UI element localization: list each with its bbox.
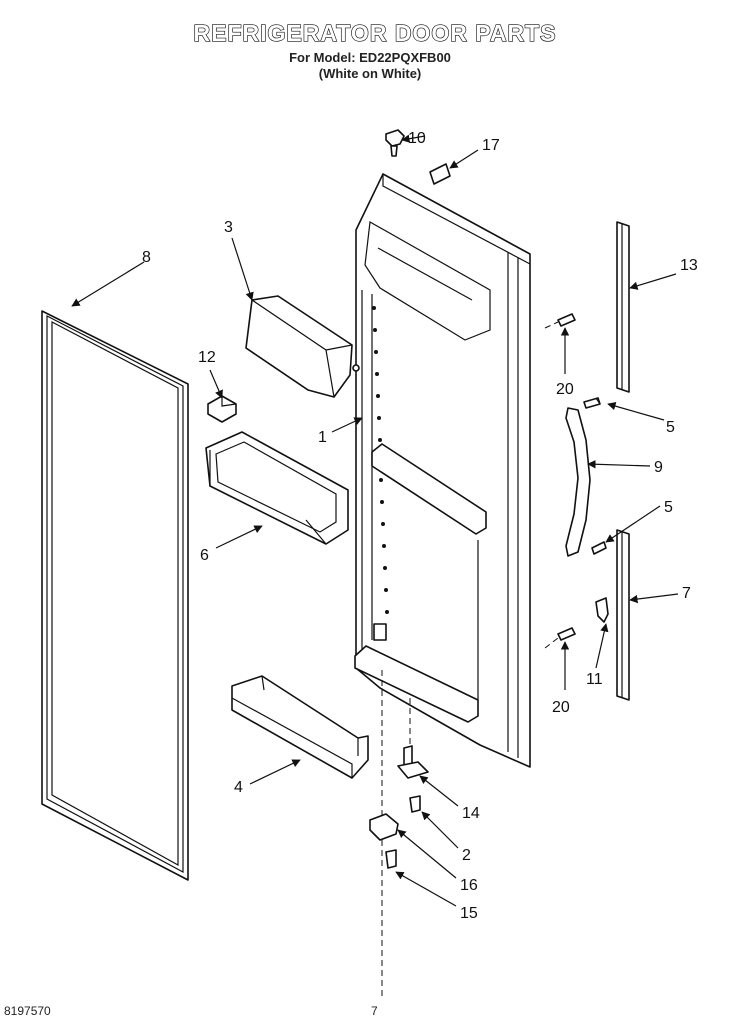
callout-1: 1 [318, 429, 327, 446]
top-plug-part [385, 129, 405, 157]
callout-11: 11 [586, 671, 603, 688]
callout-7: 7 [682, 585, 691, 602]
callout-9: 9 [654, 459, 663, 476]
door-shelf-bar-part [231, 675, 369, 779]
callout-17: 17 [482, 137, 500, 154]
leader-lines [71, 134, 679, 907]
color-line: (White on White) [318, 66, 422, 81]
page-number: 7 [371, 1004, 378, 1018]
callout-12: 12 [198, 349, 216, 366]
model-line: For Model: ED22PQXFB00 [289, 50, 451, 65]
bottom-hinge-part [369, 813, 399, 841]
callout-10: 10 [408, 130, 426, 147]
clip-part [207, 395, 237, 423]
page-title: REFRIGERATOR DOOR PARTS [193, 19, 557, 46]
handle-screw-lower [591, 541, 607, 555]
dairy-door-part [245, 295, 360, 398]
callout-2: 2 [462, 847, 471, 864]
door-bin-part [205, 431, 349, 545]
upper-trim-part [616, 221, 630, 393]
bottom-screw-part [385, 849, 397, 869]
callout-5-lower: 5 [664, 499, 673, 516]
label-part [429, 163, 451, 185]
callout-20-lower: 20 [552, 699, 570, 716]
callout-4: 4 [234, 779, 243, 796]
door-gasket-part [41, 310, 189, 881]
callout-6: 6 [200, 547, 209, 564]
hinge-screw-part [409, 795, 421, 813]
door-assembly-part [354, 173, 531, 1000]
document-number: 8197570 [4, 1004, 51, 1018]
callout-15: 15 [460, 905, 478, 922]
callout-14: 14 [462, 805, 480, 822]
lower-trim-part [616, 529, 630, 701]
bracket-part [595, 597, 609, 623]
trim-screw-lower [544, 627, 576, 649]
liner-holes [372, 306, 389, 614]
callout-8: 8 [142, 249, 151, 266]
handle-screw-upper [583, 397, 601, 409]
callout-13: 13 [680, 257, 698, 274]
trim-screw-upper [544, 313, 576, 329]
callout-3: 3 [224, 219, 233, 236]
callout-20-upper: 20 [556, 381, 574, 398]
hinge-pin-part [397, 745, 429, 779]
callout-16: 16 [460, 877, 478, 894]
door-handle-part [565, 407, 591, 557]
callout-5-upper: 5 [666, 419, 675, 436]
